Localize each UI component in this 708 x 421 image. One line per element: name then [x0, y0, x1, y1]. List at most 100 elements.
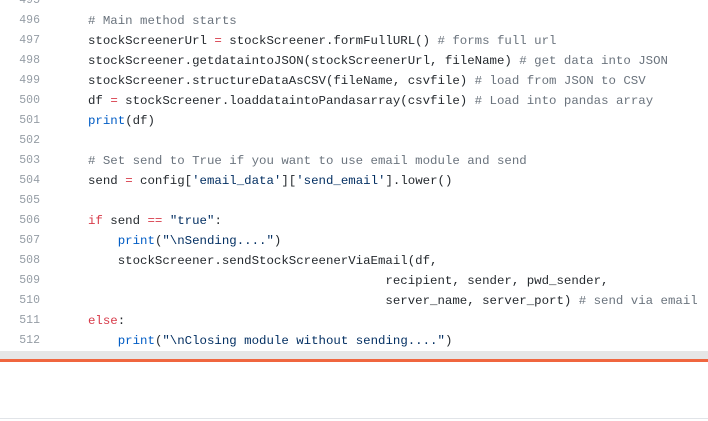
- code-token: "\nClosing module without sending....": [162, 334, 445, 348]
- code-text: print("\nSending...."): [88, 231, 282, 251]
- line-number[interactable]: 497: [19, 34, 40, 47]
- code-token: recipient, sender, pwd_sender,: [88, 274, 609, 288]
- line-number[interactable]: 503: [19, 154, 40, 167]
- code-line: 504 send = config['email_data']['send_ema…: [0, 171, 708, 191]
- code-token: (df): [125, 114, 155, 128]
- code-line: 506 if send == "true":: [0, 211, 708, 231]
- code-token: print: [117, 334, 155, 348]
- line-number[interactable]: 511: [19, 314, 40, 327]
- section-divider: [0, 359, 708, 362]
- code-text: stockScreener.structureDataAsCSV(fileNam…: [88, 71, 646, 91]
- code-line: 503 # Set send to True if you want to use…: [0, 151, 708, 171]
- code-token: stockScreener.formFullURL(): [221, 34, 438, 48]
- code-text: else:: [88, 311, 125, 331]
- line-number[interactable]: 501: [19, 114, 40, 127]
- code-text: send = config['email_data']['send_email'…: [88, 171, 452, 191]
- code-token: "\nSending....": [162, 234, 274, 248]
- code-line: 498 stockScreener.getdataintoJSON(stockSc…: [0, 51, 708, 71]
- code-text: server_name, server_port) # send via ema…: [88, 291, 698, 311]
- code-token: =: [214, 34, 222, 48]
- code-token: [162, 214, 169, 228]
- code-token: print: [88, 114, 126, 128]
- line-number[interactable]: 506: [19, 214, 40, 227]
- code-view: 495 496 # Main method starts 497 stockScreen…: [0, 0, 708, 351]
- code-line: 500 df = stockScreener.loaddataintoPandas…: [0, 91, 708, 111]
- code-token: # forms full url: [437, 34, 557, 48]
- code-line: 509 recipient, sender, pwd_sender,: [0, 271, 708, 291]
- code-text: if send == "true":: [88, 211, 222, 231]
- line-number[interactable]: 495: [19, 0, 40, 7]
- code-text: print(df): [88, 111, 155, 131]
- code-token: =: [110, 94, 118, 108]
- code-token: stockScreener.sendStockScreenerViaEmail(…: [88, 254, 438, 268]
- code-line: 495: [0, 0, 708, 11]
- code-token: # Set send to True if you want to use em…: [88, 154, 527, 168]
- code-token: stockScreenerUrl: [88, 34, 215, 48]
- code-text: print("\nClosing module without sending.…: [88, 331, 453, 351]
- horizontal-scrollbar[interactable]: [0, 351, 708, 360]
- code-line: 497 stockScreenerUrl = stockScreener.form…: [0, 31, 708, 51]
- code-text: # Set send to True if you want to use em…: [88, 151, 527, 171]
- line-number[interactable]: 505: [19, 194, 40, 207]
- code-token: stockScreener.structureDataAsCSV(fileNam…: [88, 74, 475, 88]
- code-token: print: [117, 234, 155, 248]
- code-token: ): [273, 234, 282, 248]
- code-token: send: [102, 214, 148, 228]
- code-token: :: [117, 314, 126, 328]
- code-token: 'email_data': [192, 174, 282, 188]
- code-token: # send via email: [578, 294, 698, 308]
- code-line: 502: [0, 131, 708, 151]
- code-token: stockScreener.getdataintoJSON(stockScree…: [88, 54, 520, 68]
- code-token: if: [88, 214, 103, 228]
- code-line: 510 server_name, server_port) # send via…: [0, 291, 708, 311]
- code-token: config[: [132, 174, 193, 188]
- line-number[interactable]: 498: [19, 54, 40, 67]
- code-token: ][: [281, 174, 297, 188]
- code-token: stockScreener.loaddataintoPandasarray(cs…: [117, 94, 475, 108]
- code-text: df = stockScreener.loaddataintoPandasarr…: [88, 91, 653, 111]
- code-line: 496 # Main method starts: [0, 11, 708, 31]
- line-number[interactable]: 512: [19, 334, 40, 347]
- code-token: else: [88, 314, 118, 328]
- code-line: 511 else:: [0, 311, 708, 331]
- line-number[interactable]: 499: [19, 74, 40, 87]
- code-token: send: [88, 174, 126, 188]
- code-line: 507 print("\nSending...."): [0, 231, 708, 251]
- code-token: "true": [169, 214, 215, 228]
- line-number[interactable]: 496: [19, 14, 40, 27]
- code-token: ].lower(): [385, 174, 453, 188]
- code-token: [88, 334, 118, 348]
- code-token: df: [88, 94, 111, 108]
- code-token: 'send_email': [296, 174, 386, 188]
- code-token: ): [444, 334, 453, 348]
- code-line: 501 print(df): [0, 111, 708, 131]
- code-line: 508 stockScreener.sendStockScreenerViaEm…: [0, 251, 708, 271]
- code-token: # Main method starts: [88, 14, 237, 28]
- line-number[interactable]: 500: [19, 94, 40, 107]
- footer-rule: [0, 418, 708, 419]
- code-token: (: [154, 334, 163, 348]
- code-line: 505: [0, 191, 708, 211]
- code-text: stockScreenerUrl = stockScreener.formFul…: [88, 31, 556, 51]
- line-number[interactable]: 502: [19, 134, 40, 147]
- code-token: (: [154, 234, 163, 248]
- code-text: stockScreener.getdataintoJSON(stockScree…: [88, 51, 668, 71]
- code-token: server_name, server_port): [88, 294, 579, 308]
- code-text: # Main method starts: [88, 11, 237, 31]
- code-token: # Load into pandas array: [474, 94, 654, 108]
- code-token: ==: [147, 214, 163, 228]
- code-token: :: [214, 214, 222, 228]
- line-number[interactable]: 510: [19, 294, 40, 307]
- code-line: 499 stockScreener.structureDataAsCSV(file…: [0, 71, 708, 91]
- code-token: # get data into JSON: [519, 54, 668, 68]
- code-token: =: [125, 174, 133, 188]
- code-token: # load from JSON to CSV: [474, 74, 646, 88]
- code-text: stockScreener.sendStockScreenerViaEmail(…: [88, 251, 438, 271]
- code-text: recipient, sender, pwd_sender,: [88, 271, 609, 291]
- line-number[interactable]: 509: [19, 274, 40, 287]
- code-token: [88, 234, 118, 248]
- line-number[interactable]: 508: [19, 254, 40, 267]
- line-number[interactable]: 507: [19, 234, 40, 247]
- code-line: 512 print("\nClosing module without send…: [0, 331, 708, 351]
- line-number[interactable]: 504: [19, 174, 40, 187]
